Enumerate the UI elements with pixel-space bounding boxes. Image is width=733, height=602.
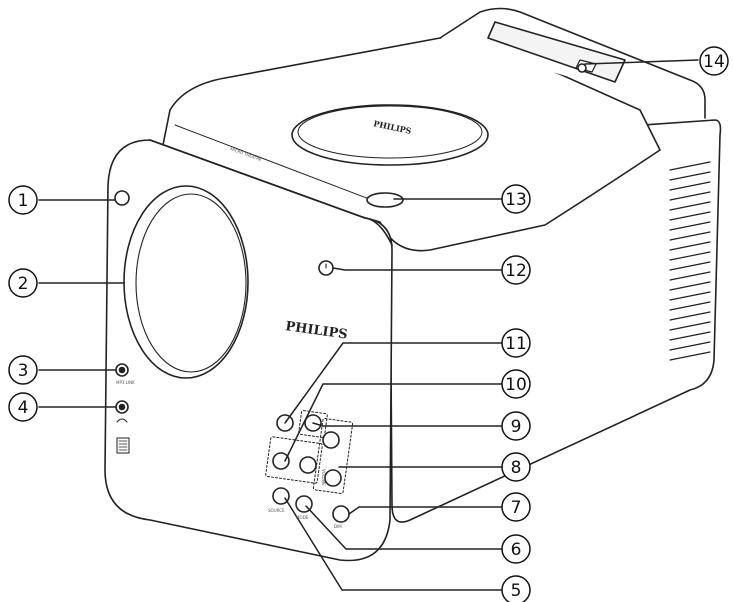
callout-circle: [501, 411, 531, 441]
callout-number: 4: [18, 398, 29, 418]
mode-label: MODE: [296, 515, 309, 520]
callout-number: 5: [511, 581, 522, 601]
callout-6: 6: [501, 534, 531, 564]
ir-sensor: [114, 190, 130, 206]
callout-circle: [8, 185, 38, 215]
callout-1: 1: [8, 185, 38, 215]
callout-circle: [8, 355, 38, 385]
callout-number: 8: [511, 458, 522, 478]
callout-number: 2: [18, 274, 29, 294]
callout-10: 10: [501, 369, 531, 399]
callout-11: 11: [501, 328, 531, 358]
open-close-button: [366, 192, 404, 208]
callout-number: 11: [505, 334, 527, 354]
callout-circle: [501, 575, 531, 602]
callout-number: 13: [505, 190, 527, 210]
callout-number: 9: [511, 417, 522, 437]
callout-5: 5: [501, 575, 531, 602]
top-strip: [149, 139, 393, 246]
disc-logo: [116, 437, 130, 454]
callout-13: 13: [501, 184, 531, 214]
volume-label: VOLUME: [321, 469, 326, 486]
callout-circle: [8, 392, 38, 422]
dock-compartment: [439, 7, 706, 119]
callout-number: 3: [18, 361, 29, 381]
callout-circle: [501, 369, 531, 399]
callout-circle: [501, 492, 531, 522]
callout-circle: [699, 46, 729, 76]
callout-circle: [501, 255, 531, 285]
leader-lines: [38, 59, 699, 591]
callout-3: 3: [8, 355, 38, 385]
callout-14: 14: [699, 46, 729, 76]
callout-2: 2: [8, 268, 38, 298]
speaker-cone: [135, 193, 247, 373]
callout-circle: [501, 184, 531, 214]
cd-door: [291, 104, 489, 166]
callout-9: 9: [501, 411, 531, 441]
callout-number: 10: [505, 375, 527, 395]
callout-circle: [8, 268, 38, 298]
callout-number: 6: [511, 540, 522, 560]
callout-circle: [501, 328, 531, 358]
callout-circle: [501, 452, 531, 482]
callout-12: 12: [501, 255, 531, 285]
dim-label: DIM: [334, 524, 342, 529]
mp3-link-label: MP3 LINK: [116, 380, 135, 385]
speaker-ring: [123, 185, 249, 379]
source-label: SOURCE: [268, 508, 285, 513]
callout-7: 7: [501, 492, 531, 522]
vent-grille: [669, 161, 711, 361]
callout-4: 4: [8, 392, 38, 422]
callout-8: 8: [501, 452, 531, 482]
callout-number: 7: [511, 498, 522, 518]
callout-number: 1: [18, 191, 29, 211]
callout-circle: [501, 534, 531, 564]
callout-number: 14: [703, 52, 725, 72]
callout-number: 12: [505, 261, 527, 281]
